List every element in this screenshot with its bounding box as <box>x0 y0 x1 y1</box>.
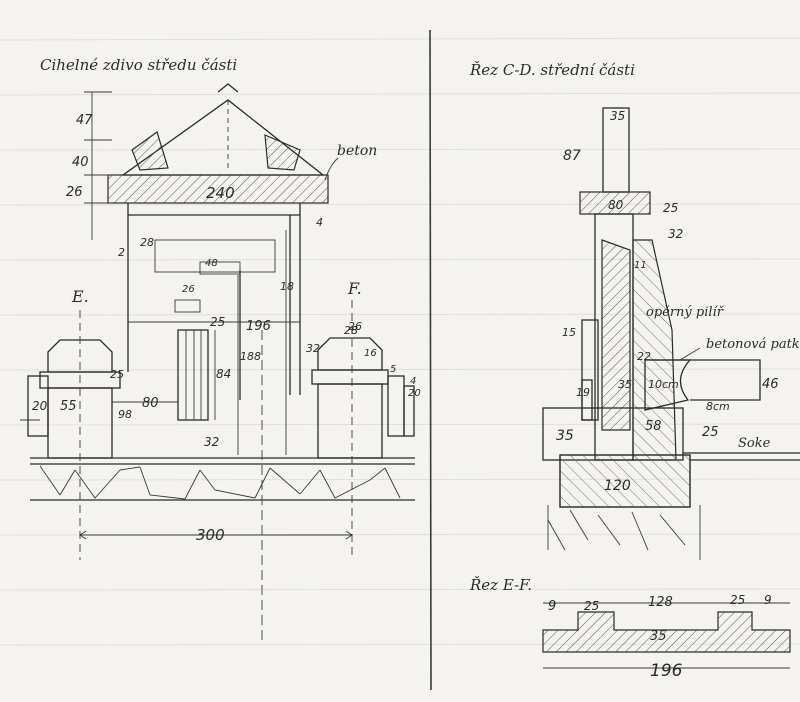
dimension-label: 35 <box>650 629 667 644</box>
dimension-label: 18 <box>280 280 294 293</box>
dimension-label: 20 <box>32 399 48 413</box>
dimension-label: 80 <box>142 396 159 411</box>
dimension-label: 28 <box>140 236 154 249</box>
dimension-label: 98 <box>118 408 132 421</box>
dimension-label: 120 <box>604 478 631 494</box>
dimension-label: 22 <box>637 350 651 363</box>
dimension-label: 35 <box>556 428 574 444</box>
dimension-label: 48 <box>205 258 218 269</box>
dimension-label: 196 <box>650 661 683 681</box>
dimension-label: 25 <box>663 201 678 215</box>
label-soke: Soke <box>738 436 771 451</box>
dimension-label: 35 <box>618 378 632 391</box>
beton-beam <box>107 174 329 204</box>
dimension-label: 35 <box>610 109 625 123</box>
right-dimension-labels: 35 87 80 25 32 11 15 22 10cm 46 35 19 8cm 58 25 35 120 <box>556 109 779 494</box>
dimension-label: 4 <box>316 216 323 229</box>
dimension-label: 25 <box>730 593 745 607</box>
dimension-label: 9 <box>548 599 556 614</box>
dimension-label: 4 <box>410 376 416 387</box>
page-fold <box>429 29 432 691</box>
dimension-label: 25 <box>210 315 225 329</box>
dimension-label: 19 <box>576 386 590 399</box>
left-dimension-chain <box>84 91 112 240</box>
paper-ruling <box>0 37 800 646</box>
dimension-label: 8cm <box>706 400 730 413</box>
label-pilir: opěrný pilíř <box>646 305 725 320</box>
dimension-label: 84 <box>216 367 231 381</box>
dimension-label: 9 <box>764 593 772 607</box>
marker-e: E. <box>71 287 89 306</box>
dimension-label: 87 <box>563 148 581 164</box>
section-ef-title: Řez E-F. <box>469 576 532 594</box>
marker-f: F. <box>347 279 362 298</box>
dimension-label: 25 <box>110 368 124 381</box>
dimension-label: 26 <box>182 284 195 295</box>
pediment <box>120 83 325 176</box>
section-ef-dimension-labels: 9 25 128 25 9 35 196 <box>548 593 772 681</box>
dimension-label: 55 <box>60 399 77 414</box>
label-patka: betonová patka <box>706 337 800 352</box>
central-wall <box>127 203 301 421</box>
dimension-label: 300 <box>196 526 225 544</box>
dimension-label: 10cm <box>648 378 679 391</box>
dimension-label: 128 <box>648 595 673 610</box>
dimension-label: 25 <box>702 425 719 440</box>
dimension-label: 58 <box>645 419 662 434</box>
dimension-label: 2 <box>118 246 125 259</box>
dimension-label: 5 <box>390 364 396 375</box>
dimension-label: 15 <box>562 326 576 339</box>
dimension-label: 40 <box>72 155 89 170</box>
dimension-label: 32 <box>668 227 683 241</box>
dimension-label: 196 <box>246 319 271 334</box>
left-dimension-labels: 47 40 26 240 4 28 2 48 26 25 196 18 28 32 26 16 5 25 20 55 8… <box>32 113 421 544</box>
dimension-label: 188 <box>240 350 261 363</box>
dimension-label: 20 <box>408 388 421 399</box>
section-ef <box>542 602 791 669</box>
dimension-label: 26 <box>66 185 83 200</box>
dimension-label: 28 <box>344 324 358 337</box>
pillar-right <box>311 337 415 459</box>
label-beton: beton <box>337 143 377 159</box>
dimension-label: 240 <box>206 184 235 202</box>
dimension-label: 26 <box>348 320 362 333</box>
dimension-label: 46 <box>762 377 779 392</box>
section-cd <box>542 107 800 560</box>
dimension-label: 25 <box>584 599 599 613</box>
dimension-label: 11 <box>634 260 647 271</box>
dimension-label: 32 <box>306 342 320 355</box>
dimension-label: 47 <box>76 113 93 128</box>
right-title: Řez C-D. střední části <box>469 61 635 79</box>
stone-foundation <box>30 457 415 501</box>
dimension-label: 16 <box>364 348 377 359</box>
dimension-label: 32 <box>204 435 219 449</box>
dimension-label: 80 <box>608 198 624 212</box>
left-title: Cihelné zdivo středu části <box>40 56 237 74</box>
